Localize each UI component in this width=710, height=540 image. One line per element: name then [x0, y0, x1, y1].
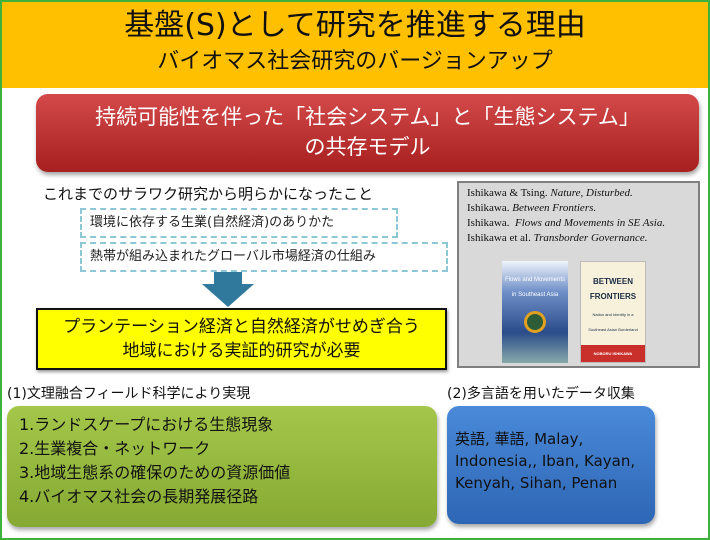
theme-item: 3.地域生態系の確保のための資源価値 — [19, 463, 291, 482]
reference-item: Ishikawa et al. Transborder Governance. — [467, 231, 690, 246]
down-arrow-icon — [202, 272, 254, 307]
references-panel: Ishikawa & Tsing. Nature, Disturbed. Ish… — [457, 181, 700, 368]
book-title: BETWEEN FRONTIERS — [589, 277, 637, 301]
ref-title: Transborder Governance. — [533, 232, 648, 244]
conclusion-box: プランテーション経済と自然経済がせめぎ合う 地域における実証的研究が必要 — [36, 308, 447, 370]
ref-author: Ishikawa. — [467, 217, 510, 229]
theme-item: 2.生業複合・ネットワーク — [19, 439, 211, 458]
slide-subtitle: バイオマス社会研究のバージョンアップ — [157, 49, 553, 74]
ref-author: Ishikawa. — [467, 202, 510, 214]
languages-line: 英語, 華語, Malay, — [455, 430, 584, 448]
book-author: NOBORU ISHIKAWA — [581, 345, 645, 362]
theme-item: 4.バイオマス社会の長期発展径路 — [19, 487, 259, 506]
conclusion-line-1: プランテーション経済と自然経済がせめぎ合う — [63, 317, 420, 337]
book-title: Flows and Movements in Southeast Asia — [504, 277, 566, 298]
book-cover-between-frontiers: BETWEEN FRONTIERS Nation and Identity in… — [580, 261, 646, 363]
book-subtitle: Nation and Identity in a Southeast Asian… — [588, 312, 638, 332]
ref-title: Between Frontiers. — [512, 202, 597, 214]
finding-item: 熱帯が組み込まれたグローバル市場経済の仕組み — [80, 242, 448, 272]
section1-label: (1)文理融合フィールド科学により実現 — [7, 386, 251, 402]
ref-author: Ishikawa & Tsing. — [467, 187, 548, 199]
reference-item: Ishikawa & Tsing. Nature, Disturbed. — [467, 186, 690, 201]
coexistence-model-banner: 持続可能性を伴った「社会システム」と「生態システム」 の共存モデル — [36, 94, 699, 172]
banner-line-1: 持続可能性を伴った「社会システム」と「生態システム」 — [95, 105, 640, 129]
reference-item: Ishikawa. Between Frontiers. — [467, 201, 690, 216]
reference-item: Ishikawa. Flows and Movements in SE Asia… — [467, 216, 690, 231]
finding-item: 環境に依存する生業(自然経済)のありかた — [80, 208, 398, 238]
languages-box: 英語, 華語, Malay, Indonesia,, Iban, Kayan, … — [447, 406, 655, 524]
banner-line-2: の共存モデル — [304, 135, 431, 159]
ref-title: Nature, Disturbed. — [550, 187, 633, 199]
theme-item: 1.ランドスケープにおける生態現象 — [19, 415, 274, 434]
ref-title: Flows and Movements in SE Asia. — [514, 217, 666, 229]
header: 基盤(S)として研究を推進する理由 バイオマス社会研究のバージョンアップ — [2, 2, 708, 88]
book-cover-flows-and-movements: Flows and Movements in Southeast Asia — [502, 261, 568, 363]
ref-author: Ishikawa et al. — [467, 232, 531, 244]
conclusion-line-2: 地域における実証的研究が必要 — [122, 341, 361, 361]
research-themes-box: 1.ランドスケープにおける生態現象 2.生業複合・ネットワーク 3.地域生態系の… — [7, 406, 437, 527]
slide-title: 基盤(S)として研究を推進する理由 — [124, 8, 586, 43]
findings-heading: これまでのサラワク研究から明らかになったこと — [43, 185, 374, 203]
languages-line: Kenyah, Sihan, Penan — [455, 474, 618, 492]
section2-label: (2)多言語を用いたデータ収集 — [447, 386, 635, 402]
languages-line: Indonesia,, Iban, Kayan, — [455, 452, 636, 470]
